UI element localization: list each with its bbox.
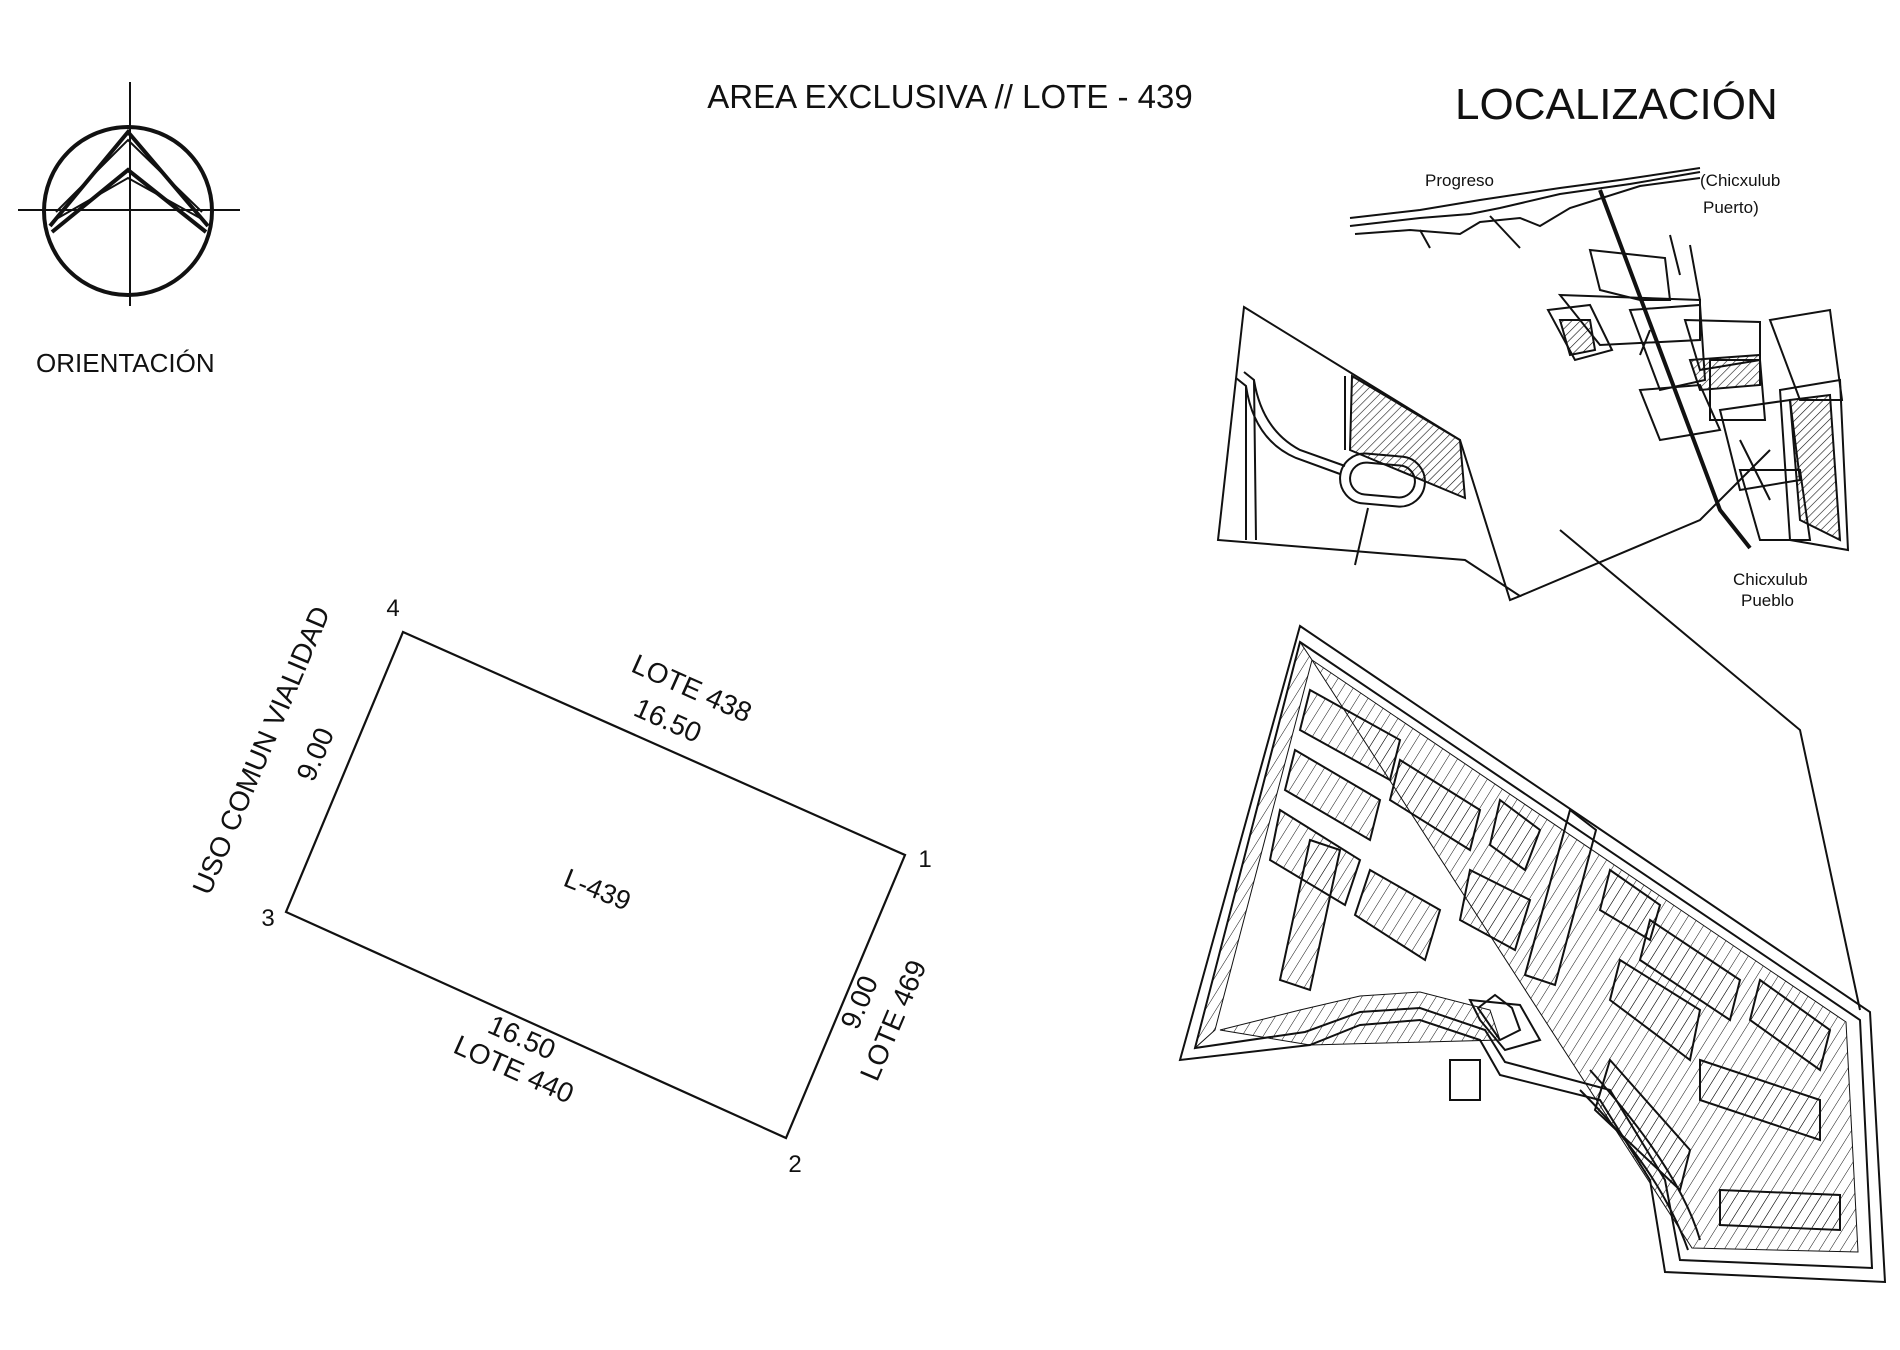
place-chicxulub-pueblo-1: Chicxulub: [1733, 570, 1808, 589]
zoom-inset-map: [1216, 305, 1523, 602]
plan-title: AREA EXCLUSIVA // LOTE - 439: [707, 78, 1193, 115]
orientation-label: ORIENTACIÓN: [36, 348, 215, 378]
regional-map: [1349, 167, 1861, 1011]
place-chicxulub-pueblo-2: Pueblo: [1741, 591, 1794, 610]
place-progreso: Progreso: [1425, 171, 1494, 190]
north-arrow-icon: [18, 82, 240, 306]
place-chicxulub-puerto-2: Puerto): [1703, 198, 1759, 217]
place-chicxulub-puerto-1: (Chicxulub: [1700, 171, 1780, 190]
lot-plan: L-439 4 1 2 3 LOTE 438 16.50 16.50 LOTE …: [187, 595, 933, 1178]
lot-boundary: [284, 630, 907, 1140]
length-west: 9.00: [290, 723, 340, 785]
subdivision-plan: [1178, 624, 1887, 1284]
vertex-label-4: 4: [386, 595, 399, 622]
vertex-label-1: 1: [918, 846, 931, 873]
lot-id-label: L-439: [560, 863, 635, 917]
vertex-label-3: 3: [261, 905, 274, 932]
vertex-label-2: 2: [788, 1151, 801, 1178]
location-title: LOCALIZACIÓN: [1455, 80, 1778, 129]
